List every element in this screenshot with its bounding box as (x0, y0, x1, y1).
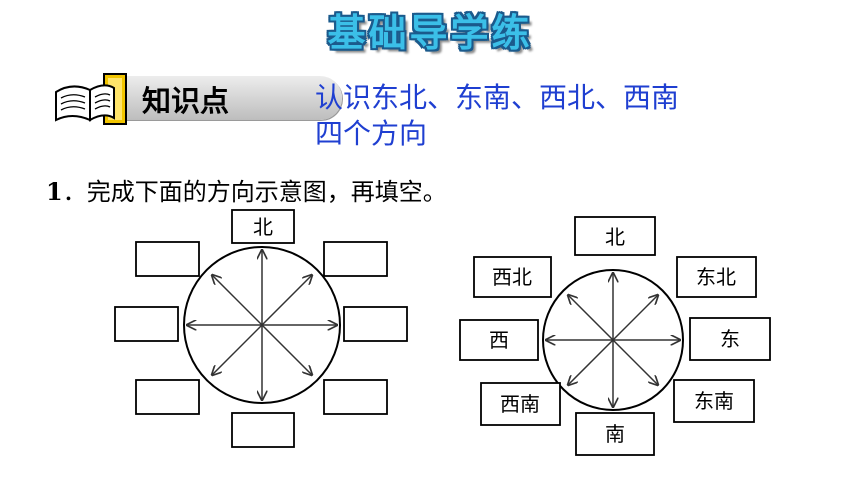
question-1: 1．完成下面的方向示意图，再填空。 (46, 172, 447, 207)
knowledge-point-text: 认识东北、东南、西北、西南 四个方向 (315, 80, 755, 152)
left-compass-arrows (187, 250, 337, 400)
left-arrow-nw (212, 275, 263, 326)
right-label-east: 东 (720, 327, 740, 351)
right-label-south: 南 (605, 422, 625, 446)
left-box-northeast[interactable] (323, 241, 388, 277)
right-label-southwest: 西南 (500, 392, 540, 416)
right-box-southwest (480, 382, 561, 426)
right-box-west (459, 319, 539, 361)
left-label-north: 北 (253, 215, 273, 239)
page-title: 基础导学练 (327, 11, 533, 55)
right-arrow-nw (568, 295, 614, 341)
right-box-northeast (676, 256, 757, 298)
question-text: 完成下面的方向示意图，再填空。 (86, 178, 447, 206)
right-label-northwest: 西北 (492, 265, 532, 289)
knowledge-point-bar (122, 76, 342, 120)
right-label-north: 北 (605, 225, 625, 249)
question-number: 1 (46, 177, 63, 206)
right-box-east (689, 317, 771, 361)
left-arrow-ne (261, 275, 312, 326)
right-arrow-ne (612, 295, 658, 341)
right-compass: 北 西北 东北 西 东 西南 东南 南 (459, 216, 771, 456)
left-box-northwest[interactable] (135, 241, 200, 277)
left-box-south[interactable] (231, 412, 295, 448)
left-box-west[interactable] (114, 306, 179, 342)
left-compass: 北 (114, 209, 408, 448)
knowledge-point-line-2: 四个方向 (315, 117, 428, 150)
left-box-north (231, 209, 295, 244)
right-box-northwest (473, 256, 552, 298)
right-box-southeast (673, 379, 755, 423)
right-box-south (575, 412, 655, 456)
right-box-north (574, 216, 656, 256)
left-box-east[interactable] (343, 306, 408, 342)
right-compass-arrows (546, 273, 680, 407)
right-label-northeast: 东北 (696, 265, 736, 289)
right-label-southeast: 东南 (694, 389, 734, 413)
left-box-southwest[interactable] (135, 379, 200, 415)
right-arrow-se (612, 339, 658, 385)
book-icon (55, 73, 127, 125)
knowledge-point-header: 知识点 (52, 68, 342, 130)
right-label-west: 西 (489, 328, 509, 352)
knowledge-point-line-1: 认识东北、东南、西北、西南 (315, 81, 680, 114)
right-arrow-sw (568, 339, 614, 385)
left-arrow-se (261, 324, 312, 375)
left-arrow-sw (212, 324, 263, 375)
knowledge-point-label: 知识点 (142, 84, 230, 118)
question-separator: ． (62, 178, 87, 206)
left-box-southeast[interactable] (323, 379, 388, 415)
